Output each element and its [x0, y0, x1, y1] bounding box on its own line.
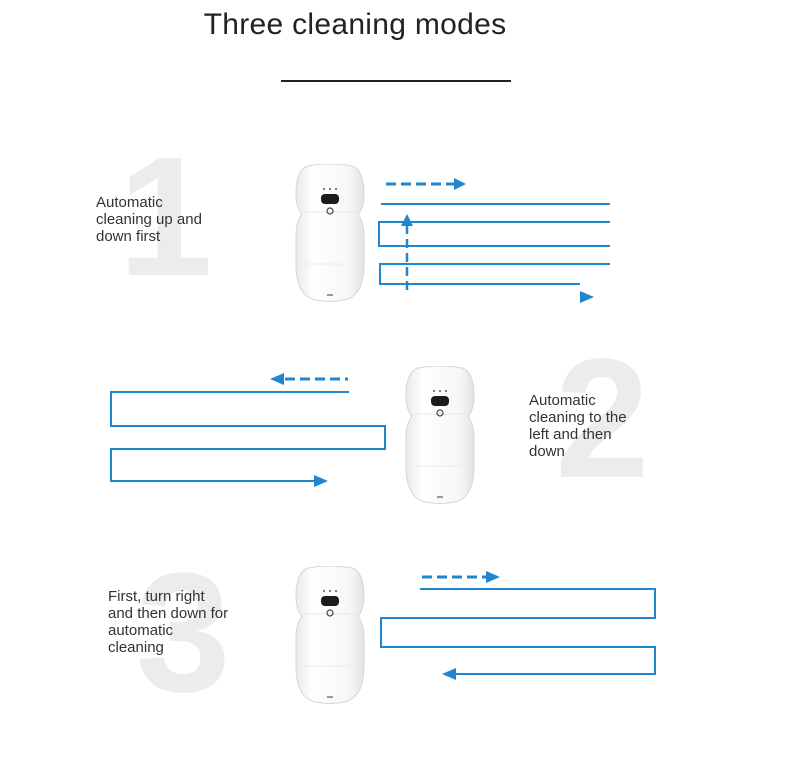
mode-1-path-diagram: [378, 178, 610, 303]
mode-1-robot-image: [295, 164, 365, 302]
mode-1-serpentine-path: [378, 203, 610, 285]
mode-3-number: 3: [136, 538, 231, 728]
mode-3-path-diagram: [380, 571, 656, 680]
mode-3-serpentine-path: [380, 588, 656, 675]
title-underline: [281, 80, 511, 82]
mode-3-end-arrowhead: [442, 668, 456, 680]
mode-3-right-arrowhead: [486, 571, 500, 583]
mode-2-robot-image: [405, 366, 475, 504]
mode-2-path-diagram: [110, 373, 386, 487]
mode-2-left-arrowhead: [270, 373, 284, 385]
mode-1-right-arrowhead: [454, 178, 466, 190]
mode-3-robot-image: [295, 566, 365, 704]
mode-3-label: First, turn right and then down for auto…: [108, 588, 229, 656]
mode-1-end-arrowhead: [580, 291, 594, 303]
page-title: Three cleaning modes: [203, 8, 507, 41]
mode-2-serpentine-path: [110, 391, 386, 482]
mode-2-label: Automatic cleaning to the left and then …: [529, 392, 627, 460]
mode-2-end-arrowhead: [314, 475, 328, 487]
mode-1-up-arrowhead: [401, 214, 413, 226]
mode-2-number: 2: [555, 324, 650, 514]
mode-1-number: 1: [118, 122, 213, 312]
mode-1-label: Automatic cleaning up and down first: [96, 194, 202, 245]
